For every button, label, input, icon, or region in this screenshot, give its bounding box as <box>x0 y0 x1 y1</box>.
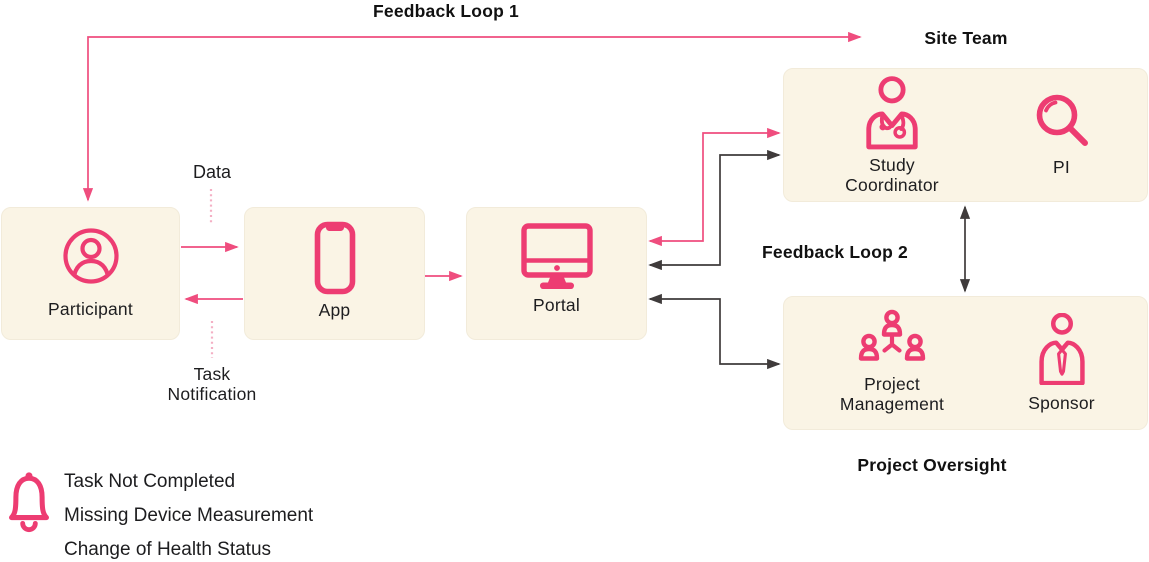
study-coordinator-label: Study Coordinator <box>845 155 939 195</box>
participant-label: Participant <box>48 299 133 319</box>
project-management-item: Project Management <box>802 309 982 414</box>
portal-label: Portal <box>533 295 580 315</box>
study-coordinator-item: Study Coordinator <box>802 75 982 195</box>
user-circle-icon <box>62 228 119 284</box>
task-notification-label: Task Notification <box>167 364 257 404</box>
project-oversight-box: Project Management Sponsor <box>783 296 1148 430</box>
pi-item: PI <box>984 91 1139 177</box>
portal-box: Portal <box>466 207 647 340</box>
app-label: App <box>318 300 351 320</box>
app-box: App <box>244 207 425 340</box>
legend: Task Not Completed Missing Device Measur… <box>64 471 313 561</box>
legend-item: Missing Device Measurement <box>64 505 314 526</box>
magnifier-icon <box>1036 94 1088 146</box>
sponsor-label: Sponsor <box>1028 393 1095 413</box>
monitor-icon <box>520 223 593 289</box>
bell-icon-wrap <box>4 470 54 536</box>
project-oversight-label: Project Oversight <box>857 455 1007 475</box>
site-team-label: Site Team <box>924 28 1008 48</box>
project-management-label: Project Management <box>839 374 945 414</box>
portal-project-management-arrow <box>648 293 781 370</box>
site-team-box: Study Coordinator PI <box>783 68 1148 202</box>
portal-study-coordinator-dark-arrow <box>648 149 781 271</box>
sponsor-item: Sponsor <box>984 313 1139 413</box>
portal-study-coordinator-pink-arrow <box>648 127 781 247</box>
participant-box: Participant <box>1 207 180 340</box>
pi-label: PI <box>1053 157 1070 177</box>
data-label: Data <box>192 162 232 182</box>
team-icon <box>858 309 926 361</box>
smartphone-icon <box>314 221 355 295</box>
bell-icon <box>9 472 49 533</box>
legend-item: Task Not Completed <box>64 471 236 492</box>
feedback-loop-2-label: Feedback Loop 2 <box>762 242 908 262</box>
legend-item: Change of Health Status <box>64 539 272 560</box>
doctor-icon <box>866 76 918 150</box>
feedback-loop-1-label: Feedback Loop 1 <box>373 1 519 21</box>
person-tie-icon <box>1038 313 1085 385</box>
